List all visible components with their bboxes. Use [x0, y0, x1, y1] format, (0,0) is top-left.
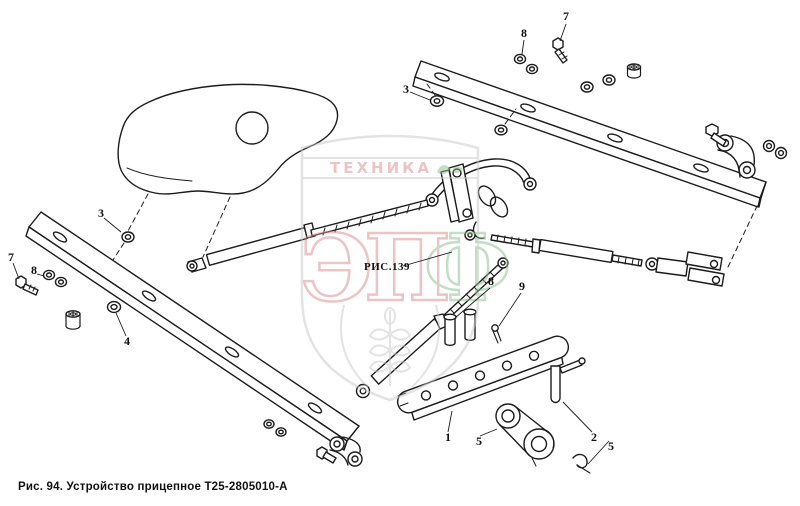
top-washer-3	[426, 83, 445, 107]
left-nut-4	[106, 300, 122, 314]
watermark-band-lines	[303, 157, 477, 179]
figure-caption: Рис. 94. Устройство прицепное Т25-280501…	[18, 481, 288, 493]
top-washers	[513, 53, 539, 75]
lower-rail-shackle	[316, 436, 363, 467]
hitch-pin	[550, 357, 586, 404]
callout-label: 5	[608, 439, 614, 453]
upper-rail-end-washers	[762, 139, 788, 160]
callout-5-right: 5	[587, 439, 614, 465]
left-bolt	[15, 275, 39, 296]
callout-3-left: 3	[98, 206, 122, 233]
callout-1: 1	[445, 410, 453, 444]
callout-7-left: 7	[8, 250, 20, 280]
callout-label: 1	[445, 430, 451, 444]
callout-label: 7	[8, 250, 14, 264]
callout-8-center: 8	[454, 274, 494, 319]
figure-reference-label: РИС.139	[364, 261, 410, 273]
callout-4: 4	[115, 312, 130, 348]
callout-label: 7	[563, 9, 569, 23]
left-washer-3	[121, 231, 135, 243]
callout-3-top: 3	[403, 82, 431, 101]
line-art	[15, 37, 788, 474]
leaf-icon	[437, 165, 463, 175]
callout-label: 8	[488, 274, 494, 288]
watermark-letter-3: Ф	[424, 214, 511, 322]
top-castellated-nut	[626, 63, 642, 79]
mounting-bracket	[99, 83, 339, 281]
wheat-icon	[340, 304, 440, 388]
callout-8-left: 8	[31, 263, 45, 277]
watermark-band-text: ТЕХНИКА	[330, 159, 432, 177]
figure-reference: РИС.139	[364, 251, 453, 273]
upper-rail-shackle	[705, 123, 756, 179]
mid-top-washers	[580, 74, 616, 93]
callout-label: 2	[591, 430, 597, 444]
callout-label: 4	[124, 334, 130, 348]
cotter-pin	[491, 324, 502, 344]
chain-equalizer-assembly	[425, 158, 537, 241]
callout-2: 2	[562, 401, 597, 444]
watermark-shield	[300, 134, 480, 402]
watermark-letter-2: П	[364, 214, 451, 322]
spring-cotter	[572, 453, 591, 474]
callout-label: 3	[98, 206, 104, 220]
upper-rail	[412, 60, 767, 208]
watermark: ТЕХНИКА Э П Ф	[299, 134, 513, 402]
hitch-shackle	[495, 403, 555, 467]
callout-label: 8	[31, 263, 37, 277]
callout-label: 5	[476, 434, 482, 448]
callout-7-top: 7	[559, 9, 569, 42]
mid-washer	[494, 108, 517, 136]
lower-rail-washers	[263, 419, 287, 437]
watermark-letter-1: Э	[300, 214, 373, 322]
callout-label: 3	[403, 82, 409, 96]
callout-layer: 7 8 3 3 7 8 4 8	[8, 9, 614, 465]
callout-9-center: 9	[498, 279, 525, 327]
upper-left-tie-rod	[186, 199, 429, 273]
callout-label: 9	[519, 279, 525, 293]
top-bolt	[552, 37, 568, 64]
callout-5-left: 5	[476, 428, 498, 448]
left-washers	[42, 269, 68, 288]
callout-8-top: 8	[521, 26, 527, 55]
lower-rail	[25, 211, 360, 451]
right-tie-rod	[490, 205, 758, 287]
hitch-drawbar	[396, 335, 570, 421]
callout-label: 8	[521, 26, 527, 40]
left-castellated-nut	[65, 310, 81, 330]
